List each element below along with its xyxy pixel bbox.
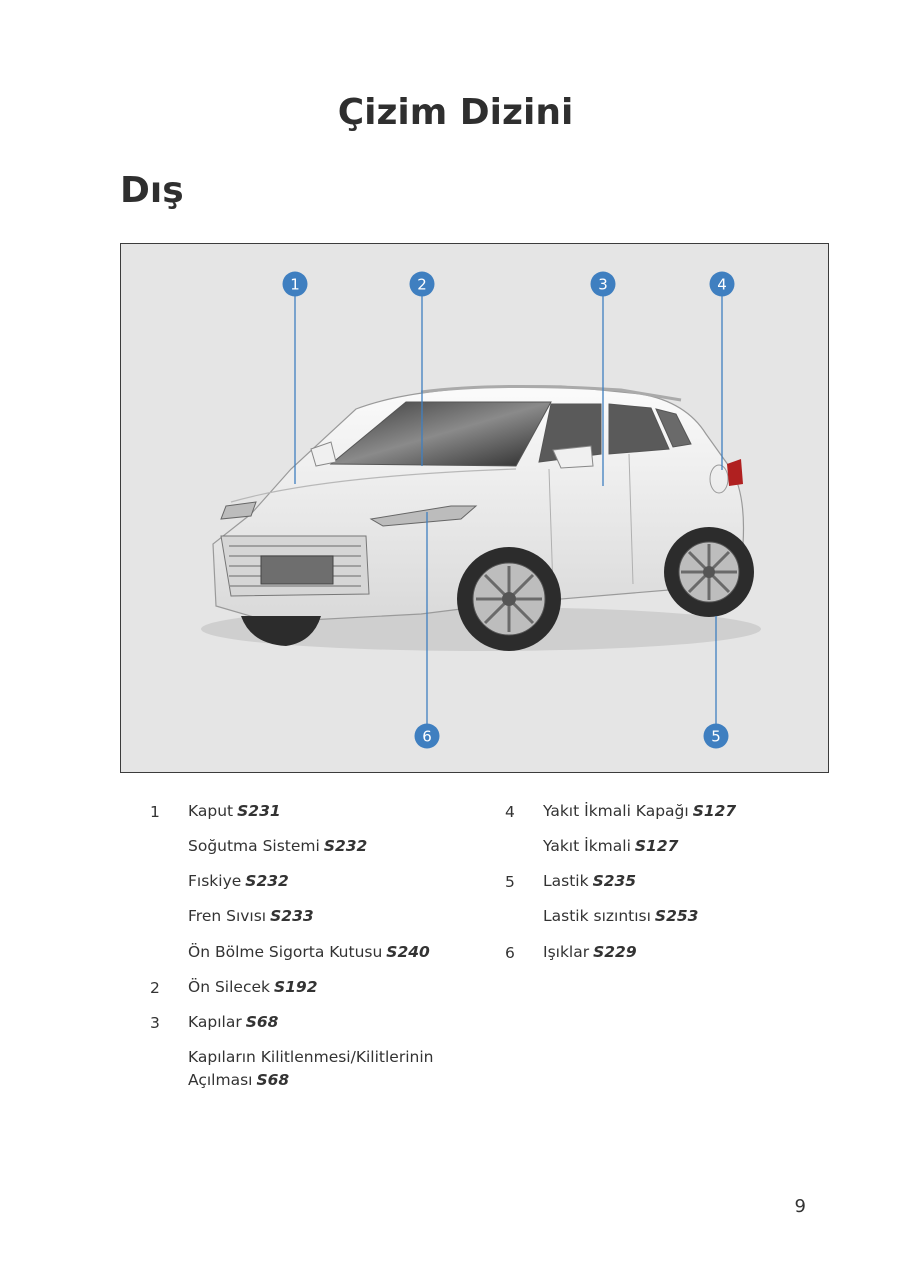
windshield [329, 401, 552, 467]
rear-wheel [664, 527, 754, 617]
front-wheel [457, 547, 561, 651]
legend-label: Işıklar [543, 943, 590, 961]
page-reference[interactable]: S68 [256, 1071, 290, 1089]
car-illustration: 1 2 3 4 5 6 [201, 271, 761, 749]
section-heading: Dış [120, 170, 184, 211]
legend-label: Yakıt İkmali [543, 837, 631, 855]
legend-item-door-locking: Kapıların Kilitlenmesi/Kilitlerinin Açıl… [188, 1046, 458, 1092]
svg-text:5: 5 [711, 728, 721, 746]
legend-number: 6 [505, 944, 515, 962]
page-reference[interactable]: S253 [654, 907, 699, 925]
page-reference[interactable]: S233 [270, 907, 314, 925]
page-reference[interactable]: S235 [592, 872, 637, 890]
legend-label: Lastik [543, 872, 589, 890]
page-reference[interactable]: S127 [634, 837, 679, 855]
car-exterior-figure: 1 2 3 4 5 6 [120, 243, 829, 773]
svg-text:2: 2 [417, 276, 427, 294]
svg-text:1: 1 [290, 276, 300, 294]
page-reference[interactable]: S240 [386, 943, 430, 961]
callout-5: 5 [703, 723, 729, 749]
svg-text:3: 3 [598, 276, 608, 294]
legend-label: Ön Bölme Sigorta Kutusu [188, 943, 383, 961]
legend-label: Soğutma Sistemi [188, 837, 320, 855]
callout-4: 4 [709, 271, 735, 297]
page-reference[interactable]: S232 [245, 872, 289, 890]
legend-label: Fren Sıvısı [188, 907, 267, 925]
legend-label: Ön Silecek [188, 978, 270, 996]
legend-label: Kapıların Kilitlenmesi/Kilitlerinin [188, 1048, 434, 1066]
page-reference[interactable]: S68 [245, 1013, 279, 1031]
legend-label: Lastik sızıntısı [543, 907, 651, 925]
callout-1: 1 [282, 271, 308, 297]
callout-3: 3 [590, 271, 616, 297]
legend-number: 1 [150, 803, 160, 821]
legend-label: Yakıt İkmali Kapağı [543, 802, 689, 820]
legend-label: Fıskiye [188, 872, 242, 890]
rear-side-window [608, 403, 670, 455]
legend-label: Kapılar [188, 1013, 242, 1031]
legend-label: Kaput [188, 802, 234, 820]
legend-number: 4 [505, 803, 515, 821]
page-reference[interactable]: S127 [692, 802, 737, 820]
front-left-wheel-partial [241, 616, 321, 646]
svg-text:6: 6 [422, 728, 432, 746]
legend-number: 2 [150, 979, 160, 997]
callout-6: 6 [414, 723, 440, 749]
legend-number: 3 [150, 1014, 160, 1032]
license-plate [260, 555, 334, 585]
fuel-door [709, 464, 729, 494]
callout-2: 2 [409, 271, 435, 297]
page-reference[interactable]: S229 [593, 943, 637, 961]
page-title: Çizim Dizini [337, 92, 574, 133]
page-number: 9 [794, 1196, 806, 1217]
page-reference[interactable]: S232 [323, 837, 368, 855]
legend-number: 5 [505, 873, 515, 891]
page-reference[interactable]: S231 [237, 802, 281, 820]
svg-text:4: 4 [717, 276, 727, 294]
page-reference[interactable]: S192 [273, 978, 318, 996]
legend-label-continued: Açılması [188, 1071, 253, 1089]
